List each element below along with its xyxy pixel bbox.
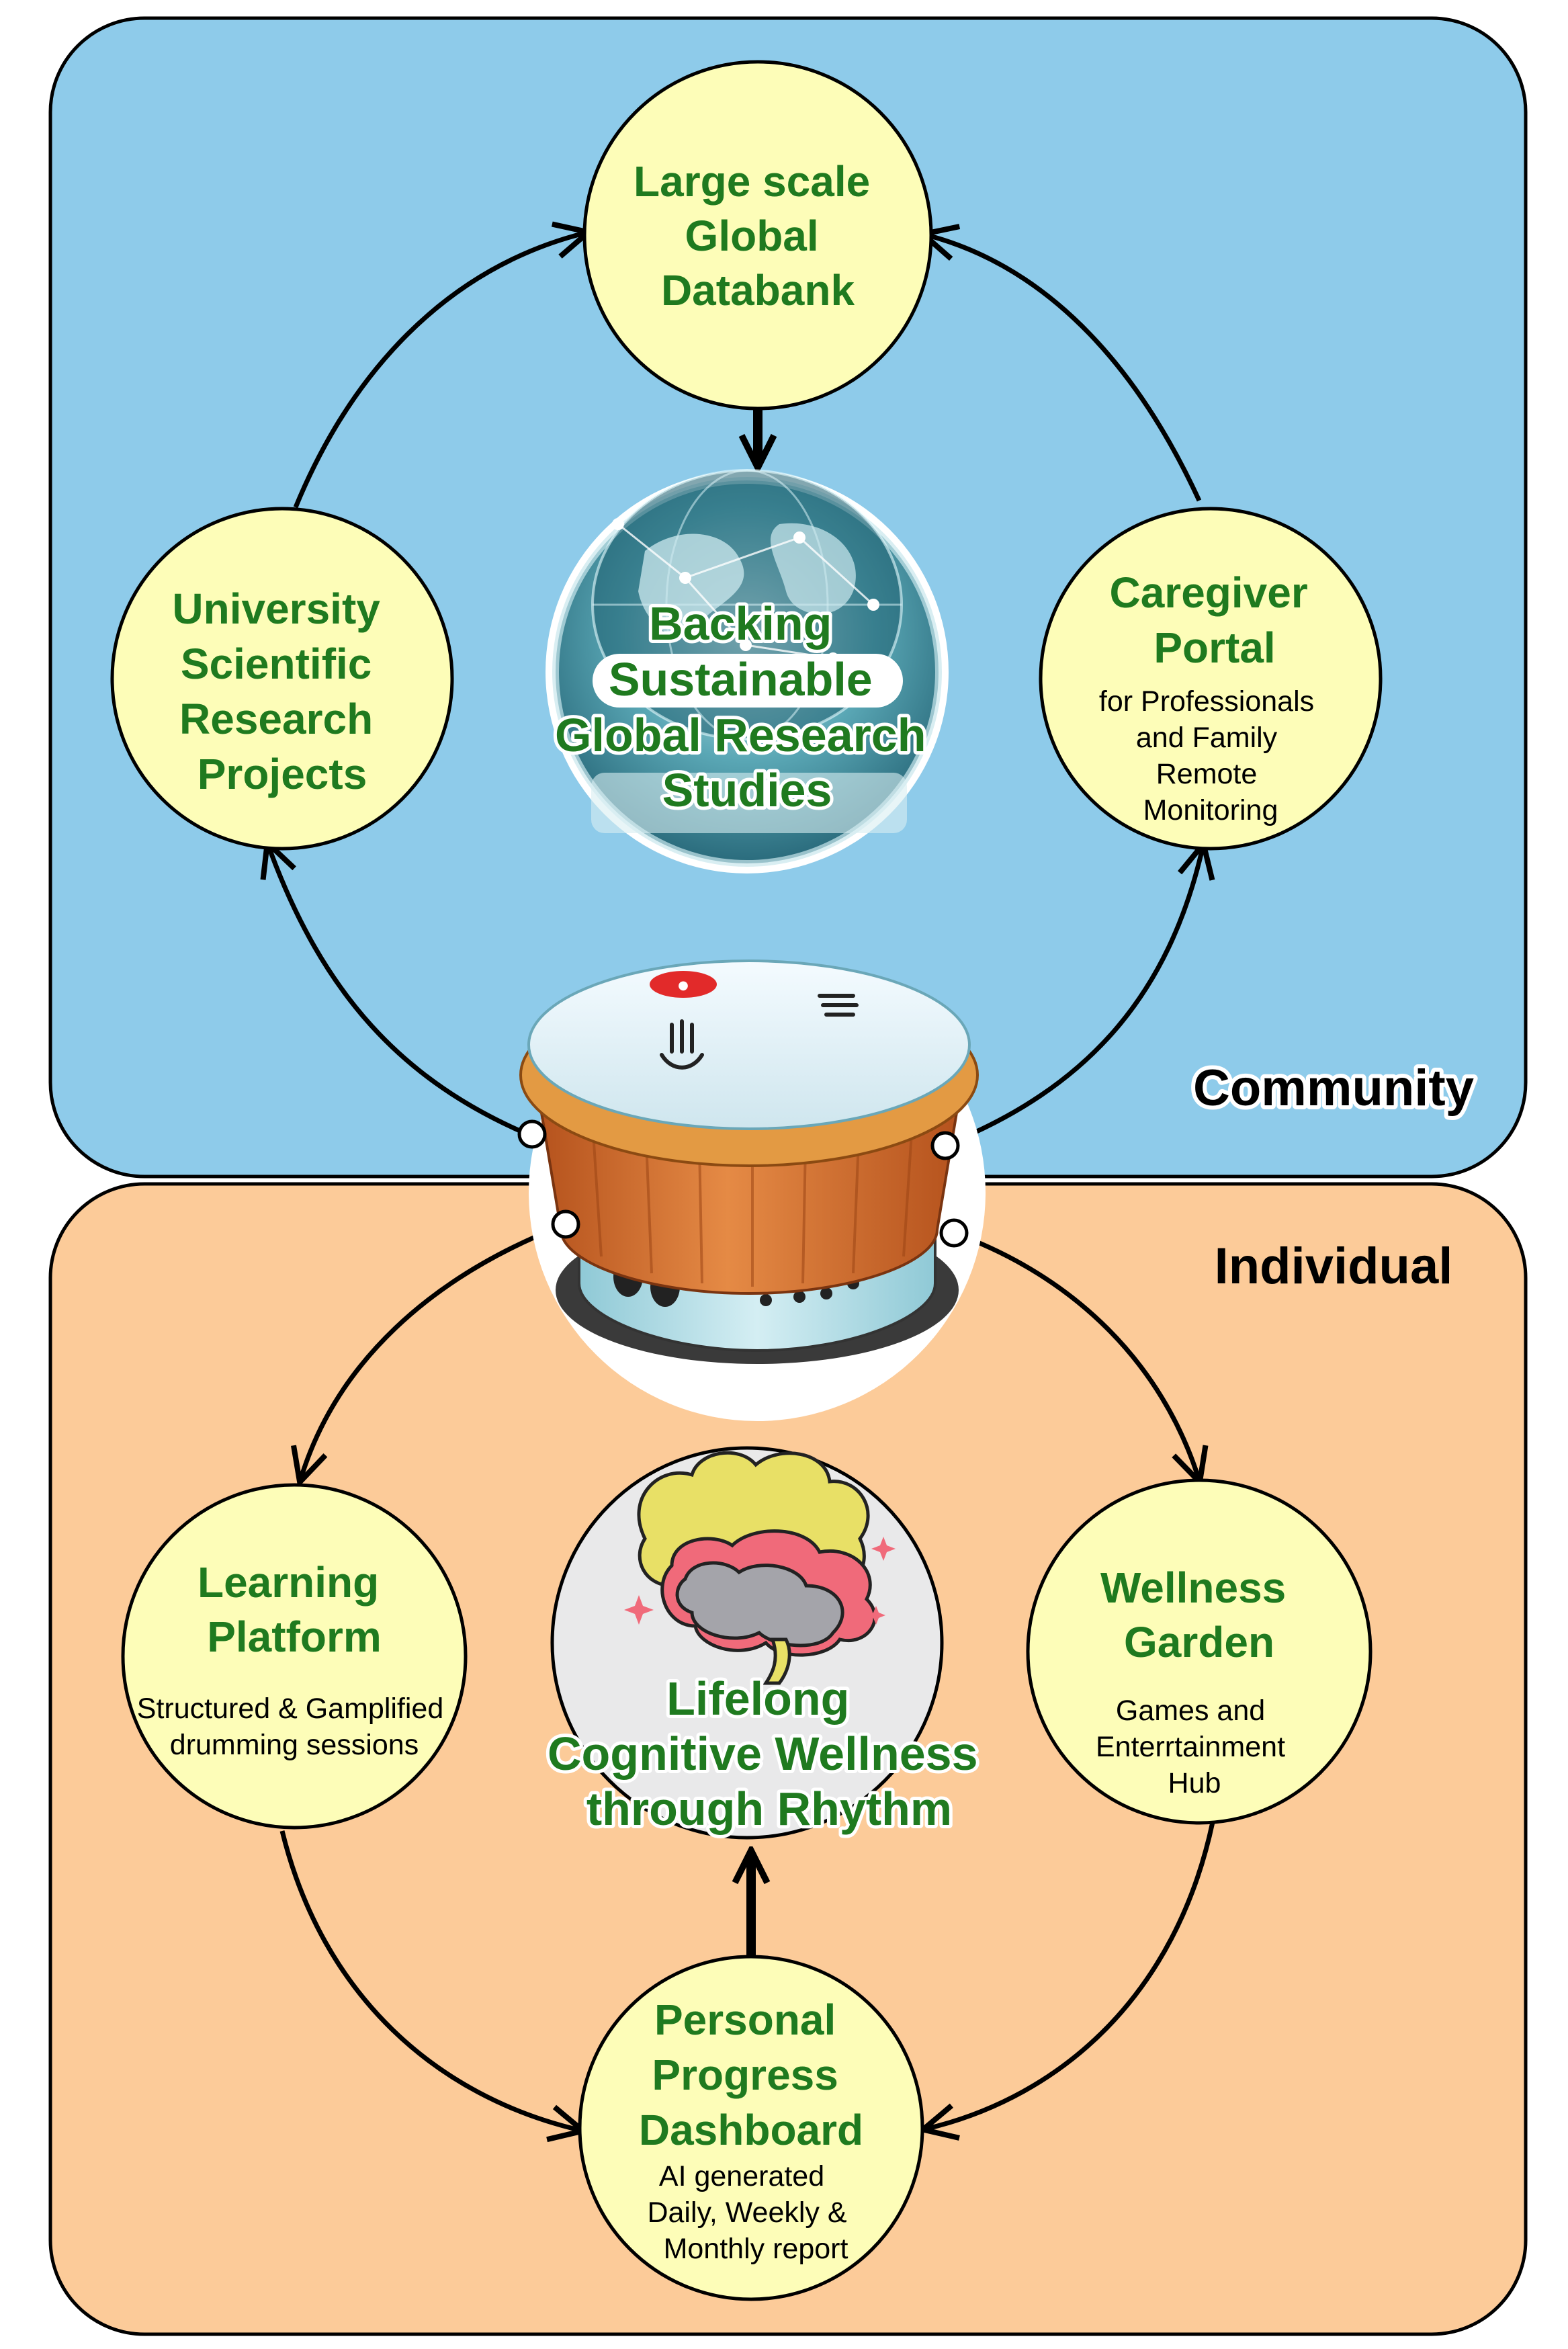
- node-wellness-circle: [1026, 1478, 1373, 1825]
- node-wellness-subtitle: Games and Enterrtainment Hub: [1096, 1695, 1293, 1799]
- connector-learning-to-dashboard: [279, 1830, 579, 2130]
- node-dashboard-title: Personal Progress Dashboard: [639, 1996, 863, 2154]
- node-learning-title: Learning Platform: [198, 1558, 391, 1661]
- node-learning-subtitle: Structured & Gamplified drumming session…: [137, 1693, 451, 1761]
- connector-university-to-databank: [293, 233, 584, 509]
- node-dashboard: Personal Progress Dashboard AI generated…: [578, 1955, 924, 2301]
- node-cognitive-title: Lifelong Cognitive Wellness through Rhyt…: [548, 1672, 991, 1835]
- node-research-hub-title: Backing Sustainable Global Research Stud…: [555, 597, 939, 816]
- node-caregiver-subtitle: for Professionals and Family Remote Moni…: [1099, 685, 1322, 826]
- node-university: University Scientific Research Projects: [110, 507, 454, 851]
- drum-device-icon: ●: [517, 959, 986, 1421]
- node-university-title: University Scientific Research Projects: [172, 585, 392, 798]
- community-label: Community: [1193, 1060, 1474, 1117]
- node-databank-title: Large scale Global Databank: [634, 157, 882, 314]
- individual-label: Individual: [1215, 1238, 1453, 1295]
- node-cognitive: Lifelong Cognitive Wellness through Rhyt…: [544, 1446, 991, 1840]
- node-databank: Large scale Global Databank: [582, 60, 933, 411]
- node-dashboard-subtitle: AI generated Daily, Weekly & Monthly rep…: [647, 2160, 855, 2265]
- connector-wellness-to-dashboard: [927, 1822, 1215, 2129]
- brain-icon: [624, 1451, 896, 1685]
- node-learning-circle: [121, 1483, 468, 1830]
- node-university-circle: [110, 507, 454, 851]
- connector-device-to-learning: [301, 1222, 566, 1478]
- node-caregiver: Caregiver Portal for Professionals and F…: [1039, 507, 1383, 851]
- node-dashboard-circle: [578, 1955, 924, 2301]
- node-databank-circle: [582, 60, 933, 411]
- node-wellness: Wellness Garden Games and Enterrtainment…: [1026, 1478, 1373, 1825]
- node-learning: Learning Platform Structured & Gamplifie…: [121, 1483, 468, 1830]
- node-caregiver-circle: [1039, 507, 1383, 851]
- node-research-hub: Backing Sustainable Global Research Stud…: [546, 469, 949, 873]
- connector-device-to-caregiver: [943, 848, 1203, 1148]
- node-wellness-title: Wellness Garden: [1100, 1564, 1298, 1666]
- connector-device-to-wellness: [953, 1230, 1199, 1478]
- connector-caregiver-to-databank: [927, 235, 1202, 502]
- node-caregiver-title: Caregiver Portal: [1109, 568, 1319, 672]
- connector-device-to-university: [269, 847, 532, 1138]
- svg-text:●: ●: [678, 978, 689, 992]
